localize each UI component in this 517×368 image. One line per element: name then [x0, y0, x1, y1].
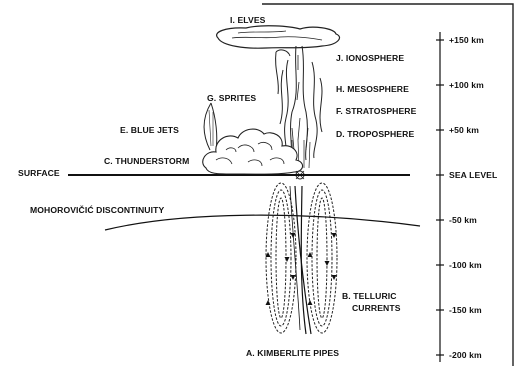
label-elves: I. ELVES	[230, 15, 266, 25]
label-kimberlite: A. KIMBERLITE PIPES	[246, 348, 339, 358]
label-thunderstorm: C. THUNDERSTORM	[104, 156, 189, 166]
scale-tick-label: -150 km	[449, 305, 482, 315]
scale-tick-label: +150 km	[449, 35, 484, 45]
moho-discontinuity-curve	[105, 215, 420, 230]
scale-tick-label: -200 km	[449, 350, 482, 360]
label-mesosphere: H. MESOSPHERE	[336, 84, 409, 94]
label-stratosphere: F. STRATOSPHERE	[336, 106, 417, 116]
scale-tick-label: -50 km	[449, 215, 477, 225]
label-surface: SURFACE	[18, 168, 60, 178]
label-moho: MOHOROVIČIĆ DISCONTINUITY	[30, 204, 164, 215]
altitude-scale-ticks: +150 km +100 km +50 km SEA LEVEL -50 km -100 …	[436, 35, 497, 360]
label-telluric-2: CURRENTS	[352, 303, 401, 313]
scale-tick-label: -100 km	[449, 260, 482, 270]
label-troposphere: D. TROPOSPHERE	[336, 129, 414, 139]
label-blue-jets: E. BLUE JETS	[120, 125, 179, 135]
kimberlite-pipes	[290, 186, 311, 334]
label-sprites: G. SPRITES	[207, 93, 256, 103]
scale-tick-label: SEA LEVEL	[449, 170, 497, 180]
scale-tick-label: +50 km	[449, 125, 479, 135]
elves-cloud	[217, 26, 340, 48]
label-ionosphere: J. IONOSPHERE	[336, 53, 404, 63]
scale-tick-label: +100 km	[449, 80, 484, 90]
thunderstorm-cloud	[203, 129, 303, 174]
telluric-loop-right	[307, 183, 337, 333]
blue-jets-cone	[204, 103, 217, 150]
label-telluric-1: B. TELLURIC	[342, 291, 397, 301]
